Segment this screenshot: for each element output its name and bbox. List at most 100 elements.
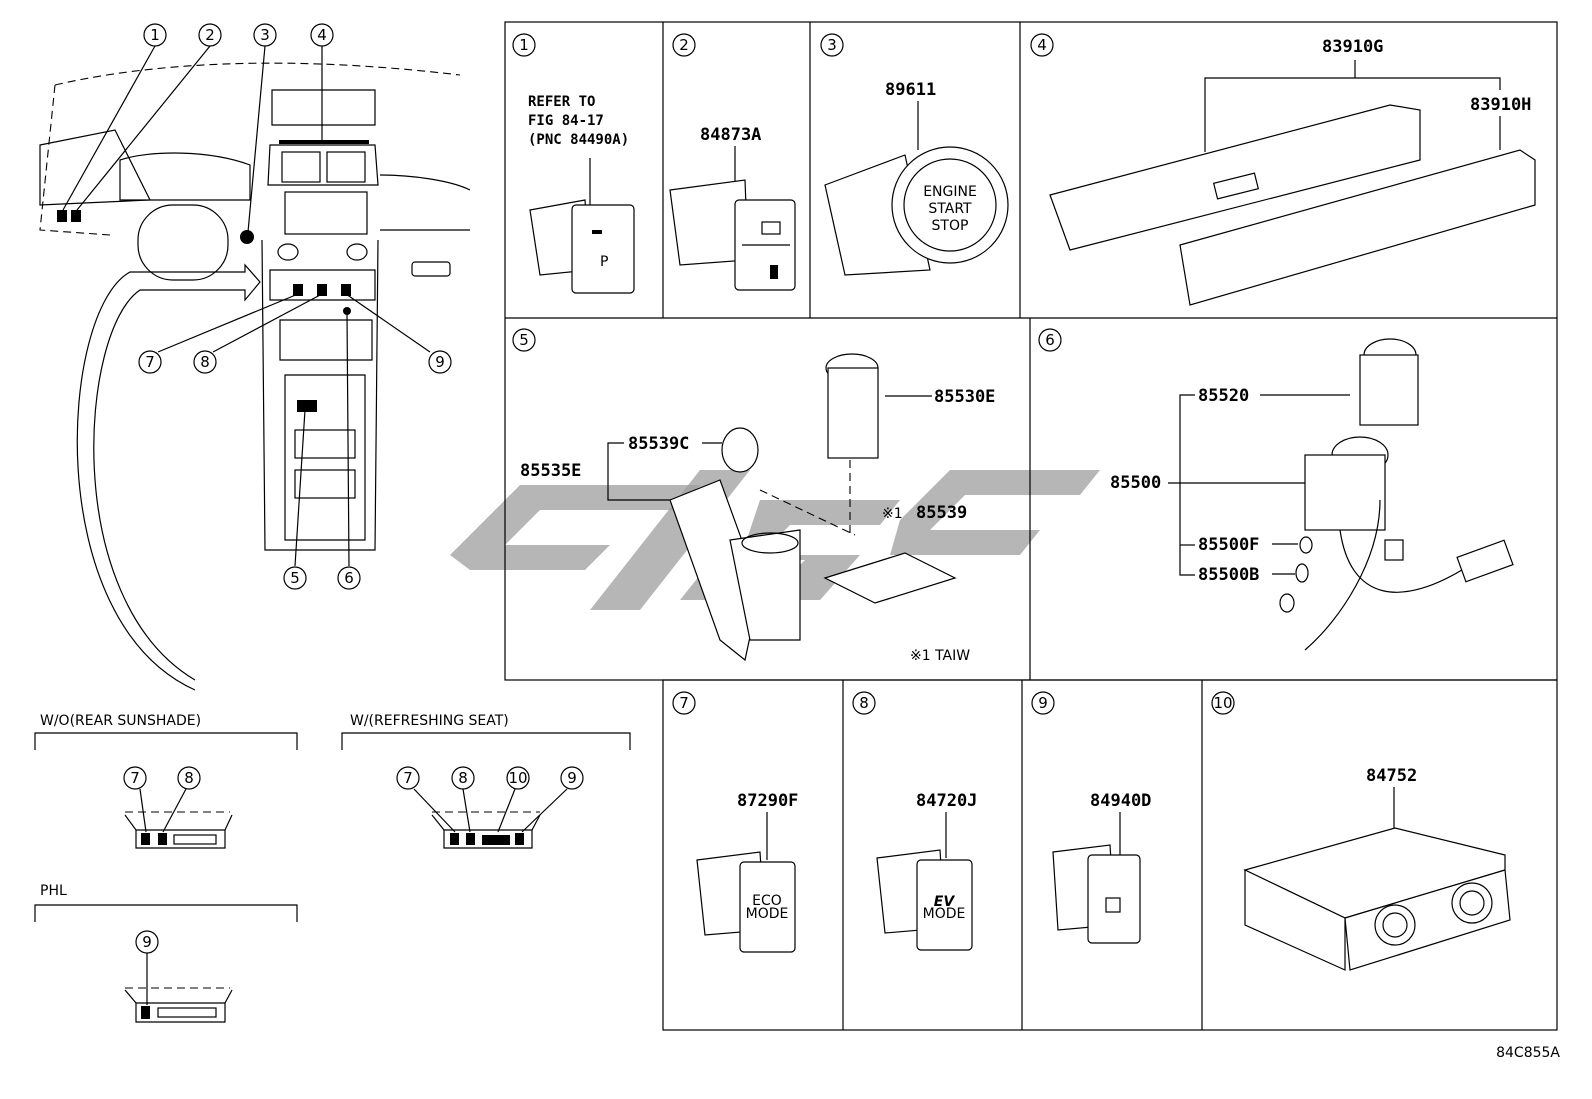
svg-text:9: 9 xyxy=(567,769,577,787)
ashtray-drawing xyxy=(669,353,957,662)
auto-park-switch-drawing xyxy=(669,179,796,291)
part-84752: 84752 xyxy=(1366,766,1417,786)
rear-control-panel-drawing xyxy=(1243,827,1511,971)
callout-6: 6 xyxy=(337,566,361,590)
callout-2: 2 xyxy=(198,23,222,47)
panel-3: 3 89611 ENGINE START STOP xyxy=(820,33,1009,276)
eco-text: ECO xyxy=(752,893,782,909)
figure-code: 84C855A xyxy=(1496,1045,1560,1061)
callout-1: 1 xyxy=(143,23,167,47)
seat-switch-drawing xyxy=(1052,844,1141,944)
part-85500F: 85500F xyxy=(1198,535,1259,555)
part-84940D: 84940D xyxy=(1090,791,1151,811)
part-85500: 85500 xyxy=(1110,473,1161,493)
overview-callouts: 1 2 3 4 7 8 9 5 6 xyxy=(138,23,452,590)
panel-6: 6 85520 85500 85500F 85500B xyxy=(1038,328,1514,651)
svg-text:5: 5 xyxy=(290,569,300,587)
variant-1-title: W/O(REAR SUNSHADE) xyxy=(40,713,201,729)
refer-line-1: REFER TO xyxy=(528,94,595,110)
ev-mode-text: MODE xyxy=(923,906,966,922)
panel-5: 5 85530E 85539C 85535E 85539 ※1 ※1 TAIW xyxy=(512,328,995,664)
svg-text:9: 9 xyxy=(1038,694,1048,712)
svg-text:7: 7 xyxy=(145,353,155,371)
variant-rear-sunshade: W/O(REAR SUNSHADE) 7 8 xyxy=(34,713,298,849)
svg-text:6: 6 xyxy=(344,569,354,587)
v2-callout-10: 10 xyxy=(506,766,530,790)
panel-2: 2 84873A xyxy=(669,33,796,291)
svg-text:8: 8 xyxy=(859,694,869,712)
part-85530E: 85530E xyxy=(934,387,995,407)
callout-5: 5 xyxy=(283,566,307,590)
ev-mode-switch-drawing: EV MODE xyxy=(876,849,973,951)
svg-text:3: 3 xyxy=(260,26,270,44)
callout-4: 4 xyxy=(310,23,334,47)
part-83910H: 83910H xyxy=(1470,95,1531,115)
eco-mode-text: MODE xyxy=(746,906,789,922)
overview-dashboard xyxy=(39,62,471,691)
stop-text: STOP xyxy=(932,218,969,234)
part-84720J: 84720J xyxy=(916,791,977,811)
variant-phl: PHL 9 xyxy=(34,883,298,1023)
part-87290F: 87290F xyxy=(737,791,798,811)
part-85535E: 85535E xyxy=(520,461,581,481)
v2-callout-8: 8 xyxy=(451,766,475,790)
parking-switch-drawing: P xyxy=(529,199,635,294)
part-89611: 89611 xyxy=(885,80,936,100)
part-85500B: 85500B xyxy=(1198,565,1259,585)
v1-callout-8: 8 xyxy=(177,766,201,790)
variant-2-title: W/(REFRESHING SEAT) xyxy=(350,713,509,729)
panel-1: 1 REFER TO FIG 84-17 (PNC 84490A) P xyxy=(512,33,635,294)
variant-3-title: PHL xyxy=(40,883,67,899)
refer-line-2: FIG 84-17 xyxy=(528,113,604,129)
panel-9: 9 84940D xyxy=(1031,691,1151,944)
svg-text:7: 7 xyxy=(130,769,140,787)
svg-text:8: 8 xyxy=(184,769,194,787)
svg-text:9: 9 xyxy=(435,353,445,371)
svg-text:4: 4 xyxy=(1037,36,1047,54)
svg-text:7: 7 xyxy=(403,769,413,787)
panel-10: 10 84752 xyxy=(1211,691,1511,971)
part-85539C: 85539C xyxy=(628,434,689,454)
v2-callout-7: 7 xyxy=(396,766,420,790)
panel-grid xyxy=(504,21,1558,1031)
svg-text:8: 8 xyxy=(458,769,468,787)
svg-text:7: 7 xyxy=(679,694,689,712)
svg-text:5: 5 xyxy=(519,331,529,349)
svg-text:9: 9 xyxy=(142,933,152,951)
start-text: START xyxy=(928,201,972,217)
svg-text:6: 6 xyxy=(1045,331,1055,349)
refer-line-3: (PNC 84490A) xyxy=(528,132,629,148)
climate-control-panel-drawing xyxy=(1049,104,1536,306)
cigarette-lighter-drawing xyxy=(1279,338,1514,651)
part-85520: 85520 xyxy=(1198,386,1249,406)
part-85539: 85539 xyxy=(916,503,967,523)
callout-8: 8 xyxy=(193,350,217,374)
svg-text:2: 2 xyxy=(679,36,689,54)
callout-9: 9 xyxy=(428,350,452,374)
taiw-marker: ※1 xyxy=(882,506,903,522)
svg-text:8: 8 xyxy=(200,353,210,371)
part-84873A: 84873A xyxy=(700,125,761,145)
panel-7: 7 87290F ECO MODE xyxy=(672,691,798,953)
svg-text:10: 10 xyxy=(1213,694,1232,712)
callout-7: 7 xyxy=(138,350,162,374)
overview-leaders xyxy=(62,45,431,567)
v2-callout-9: 9 xyxy=(560,766,584,790)
svg-text:10: 10 xyxy=(508,769,527,787)
variant-refreshing-seat: W/(REFRESHING SEAT) 7 8 10 9 xyxy=(341,713,631,849)
engine-start-button-drawing: ENGINE START STOP xyxy=(824,146,1009,276)
panel-4: 4 83910G 83910H xyxy=(1030,33,1536,306)
v1-callout-7: 7 xyxy=(123,766,147,790)
svg-text:2: 2 xyxy=(205,26,215,44)
svg-text:1: 1 xyxy=(150,26,160,44)
ev-text: EV xyxy=(934,894,956,910)
eco-mode-switch-drawing: ECO MODE xyxy=(696,851,796,953)
taiw-note: ※1 TAIW xyxy=(910,648,970,664)
part-83910G: 83910G xyxy=(1322,37,1383,57)
v3-callout-9: 9 xyxy=(135,930,159,954)
engine-text: ENGINE xyxy=(923,184,977,200)
callout-3: 3 xyxy=(253,23,277,47)
svg-text:1: 1 xyxy=(519,36,529,54)
parking-icon-letter: P xyxy=(600,254,608,270)
